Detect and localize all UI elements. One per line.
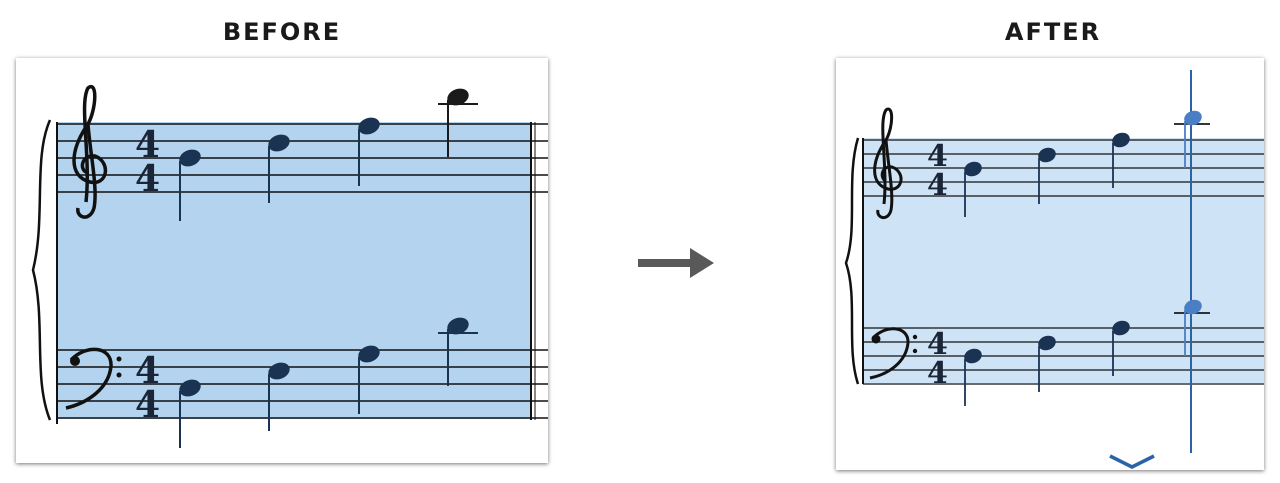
- bass-staff: [863, 327, 1264, 385]
- treble-staff: [57, 123, 548, 193]
- svg-text:4: 4: [927, 168, 948, 203]
- selection-highlight: [863, 138, 1264, 383]
- bass-note[interactable]: [962, 346, 984, 406]
- bass-note[interactable]: [356, 343, 382, 414]
- bass-note[interactable]: [266, 360, 292, 431]
- svg-text:4: 4: [927, 356, 948, 391]
- bass-clef-icon: [869, 327, 918, 380]
- bass-note[interactable]: [1110, 318, 1132, 376]
- selection-highlight: [57, 122, 531, 419]
- arrow-right-icon: [636, 246, 718, 280]
- treble-time-signature: 4 4: [927, 139, 948, 203]
- treble-note[interactable]: [1036, 145, 1058, 204]
- bass-time-signature: 4 4: [927, 327, 948, 391]
- bass-note[interactable]: [438, 315, 478, 386]
- bass-time-signature: 4 4: [135, 350, 160, 426]
- svg-text:4: 4: [927, 327, 948, 362]
- after-score-panel: 4 4 4 4: [836, 58, 1264, 470]
- treble-note[interactable]: [1110, 130, 1132, 188]
- svg-text:4: 4: [135, 124, 160, 166]
- bass-clef-icon: [65, 347, 122, 410]
- grand-staff-brace: [31, 119, 52, 421]
- treble-note[interactable]: [356, 115, 382, 186]
- svg-text:4: 4: [135, 384, 160, 426]
- svg-text:4: 4: [927, 139, 948, 174]
- treble-note[interactable]: [177, 147, 203, 221]
- treble-note[interactable]: [438, 86, 478, 157]
- bass-note[interactable]: [1036, 333, 1058, 392]
- added-bass-note[interactable]: [1174, 297, 1210, 356]
- chevron-down-icon[interactable]: [1109, 454, 1155, 469]
- before-score-panel: 4 4 4 4: [16, 58, 548, 463]
- after-heading: AFTER: [1004, 18, 1102, 46]
- svg-text:4: 4: [135, 350, 160, 392]
- bass-staff: [57, 349, 548, 419]
- treble-time-signature: 4 4: [135, 124, 160, 200]
- treble-note[interactable]: [266, 132, 292, 203]
- added-treble-note[interactable]: [1174, 108, 1210, 168]
- treble-staff: [863, 139, 1264, 197]
- grand-staff-brace: [844, 137, 860, 385]
- bass-note[interactable]: [177, 377, 203, 448]
- treble-clef-icon: [873, 107, 903, 219]
- treble-note[interactable]: [962, 159, 984, 217]
- treble-clef-icon: [72, 84, 107, 219]
- svg-text:4: 4: [135, 158, 160, 200]
- before-heading: BEFORE: [222, 18, 342, 46]
